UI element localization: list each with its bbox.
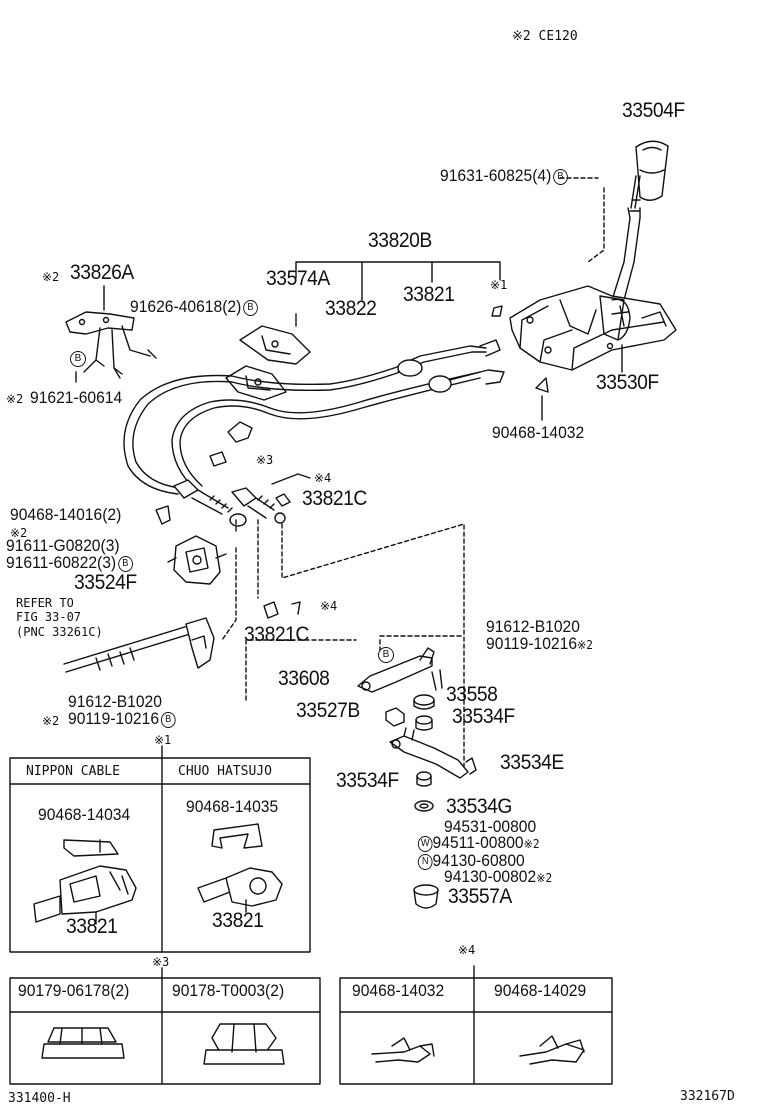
label-clip-4b: ※4: [320, 599, 338, 613]
label-bushing-a: 33558: [446, 683, 498, 706]
label-bracket-bolt: 91621-60614: [30, 388, 123, 407]
label-clip-3: ※3: [256, 453, 274, 467]
label-bracket-bolt-prefix: ※2: [6, 392, 24, 406]
table1-col-right: CHUO HATSUJO: [178, 764, 272, 779]
table1-right-clip: 90468-14035: [186, 797, 279, 816]
callout-b-icon: B: [70, 350, 86, 367]
callout-b-icon: B: [243, 299, 258, 316]
knob-screw-leader: [559, 177, 605, 263]
callout-w-icon: W: [417, 835, 433, 852]
table3-mark: ※3: [152, 955, 170, 969]
table3-col-left: 90179-06178(2): [18, 981, 130, 1000]
label-housing-clip: 90468-14032: [492, 423, 585, 442]
shift-rod-drawing: [63, 617, 215, 673]
bushing-drawings: [413, 694, 435, 731]
label-washer: 33534G: [446, 795, 512, 818]
footer-right-code: 332167D: [680, 1089, 735, 1104]
table4-mark: ※4: [458, 943, 476, 957]
label-knob-screw: 91631-60825(4)B: [440, 167, 568, 185]
cable-boot-drawing: [225, 365, 287, 401]
label-bushing-c: 33534F: [336, 769, 399, 792]
cable-lines: [123, 339, 505, 495]
label-bushing-b: 33534F: [452, 705, 515, 728]
label-bracket-mount: 33524F: [74, 571, 137, 594]
label-lever-housing: 33530F: [596, 371, 659, 394]
cable-end-fittings: [173, 479, 286, 527]
label-bolt-e: 91612-B1020: [68, 692, 162, 711]
table1-right-part: 33821: [212, 909, 264, 932]
label-cable-assy: 33820B: [368, 229, 432, 252]
label-bracket-left-prefix: ※2: [42, 270, 60, 284]
callout-b-icon: B: [553, 168, 568, 185]
shift-knob-drawing: [635, 140, 669, 201]
label-bolt-a-prefix: ※2: [10, 526, 28, 540]
table4-col-left: 90468-14032: [352, 981, 445, 1000]
block-drawing: [385, 707, 405, 727]
label-lever: 33608: [278, 667, 330, 690]
cable-clip-drawings: [209, 421, 311, 507]
label-nut-b: 94130-00802※2: [444, 867, 553, 886]
label-lever-callout: B: [376, 646, 394, 663]
label-retainer-bottom: 33821C: [244, 623, 309, 646]
table1-frame: [9, 745, 311, 953]
housing-clip-drawing: [535, 377, 549, 393]
label-bolt-a: 91611-G0820(3): [6, 536, 120, 555]
label-bolt-f-prefix: ※2: [42, 714, 60, 728]
label-bracket-left: 33826A: [70, 261, 134, 284]
label-knob: 33504F: [622, 99, 685, 122]
label-bolt-c: 91612-B1020: [486, 617, 580, 636]
label-bolt-b: 91611-60822(3)B: [6, 554, 133, 572]
callout-b-icon: B: [117, 555, 133, 572]
label-bracket-callout: B: [68, 350, 86, 367]
callout-b-icon: B: [378, 646, 394, 663]
cable-assy-bracket: [295, 261, 501, 301]
table4-col-right: 90468-14029: [494, 981, 587, 1000]
header-note: ※2 CE120: [512, 29, 578, 44]
shift-lever-rod: [611, 175, 641, 301]
table1-left-clip: 90468-14034: [38, 805, 131, 824]
left-bracket-drawing: [65, 311, 157, 379]
label-retainer-top: 33821C: [302, 487, 367, 510]
table3-col-right: 90178-T0003(2): [172, 981, 285, 1000]
label-plate: 33574A: [266, 267, 330, 290]
label-refer-2: FIG 33-07: [16, 610, 82, 624]
label-washer-a: 94531-00800: [444, 817, 537, 836]
label-plate-screw: 91626-40618(2)B: [130, 298, 258, 316]
clamp-clip-drawing: [155, 505, 171, 525]
table1-left-part: 33821: [66, 915, 118, 938]
label-clip-4a: ※4: [314, 471, 332, 485]
table1-mark: ※1: [154, 733, 172, 747]
footer-left-code: 331400-H: [8, 1091, 71, 1106]
table3-frame: [9, 967, 321, 1085]
lever-33608-drawing: [357, 647, 443, 693]
lever-housing-drawing: [509, 285, 677, 371]
callout-n-icon: N: [417, 853, 433, 870]
label-refer-3: (PNC 33261C): [16, 625, 103, 639]
label-bolt-d: 90119-10216※2: [486, 634, 593, 653]
plate-drawing: [239, 325, 311, 365]
label-shift-lever: 33534E: [500, 751, 564, 774]
label-cap: 33557A: [448, 885, 512, 908]
table1-col-left: NIPPON CABLE: [26, 764, 120, 779]
label-block: 33527B: [296, 699, 360, 722]
table4-frame: [339, 965, 613, 1085]
mount-bracket-drawing: [167, 535, 227, 585]
shift-lever-drawing: [389, 727, 477, 779]
label-sub-cable-b: 33822: [325, 297, 377, 320]
label-clip-top: ※1: [490, 278, 508, 292]
label-sub-cable-a: 33821: [403, 283, 455, 306]
hardware-stack-drawing: [413, 771, 439, 909]
callout-b-icon: B: [160, 711, 176, 728]
label-clamp-clip: 90468-14016(2): [10, 505, 122, 524]
label-refer-1: REFER TO: [16, 596, 74, 610]
